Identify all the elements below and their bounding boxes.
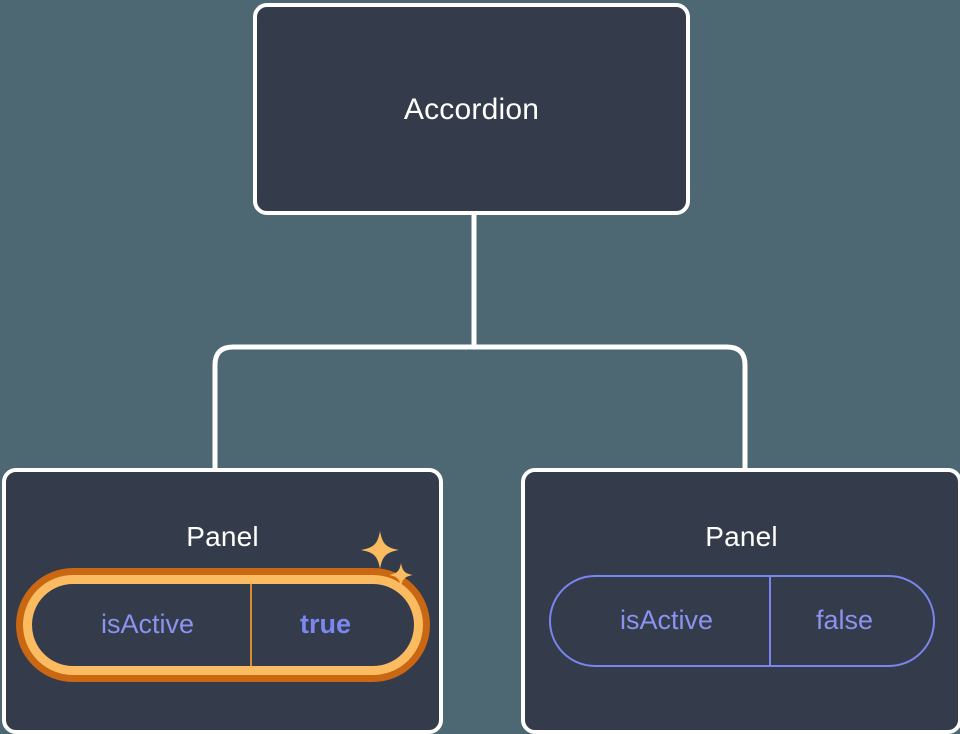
node-panel-inactive[interactable]: Panel isActive false [521,468,960,734]
node-panel-inactive-title: Panel [705,521,778,552]
node-accordion-title: Accordion [403,92,540,126]
prop-pill-active-wrapper: isActive true [6,530,439,675]
prop-pill-inactive-key: isActive [619,605,714,636]
node-accordion[interactable]: Accordion [253,3,690,215]
prop-pill-active[interactable]: isActive true [22,574,423,675]
prop-pill-active-value: true [249,583,414,666]
prop-pill-active-key: isActive [100,609,195,640]
sparkle-large-icon [361,530,399,569]
prop-pill-inactive[interactable]: isActive false [548,574,935,667]
prop-pill-inactive-wrapper: isActive false [525,574,958,667]
node-panel-active-title: Panel [186,521,259,552]
node-panel-active[interactable]: Panel isActive true [2,468,443,734]
prop-pill-inactive-value: false [768,576,933,665]
connector-branch-bar [212,344,748,470]
